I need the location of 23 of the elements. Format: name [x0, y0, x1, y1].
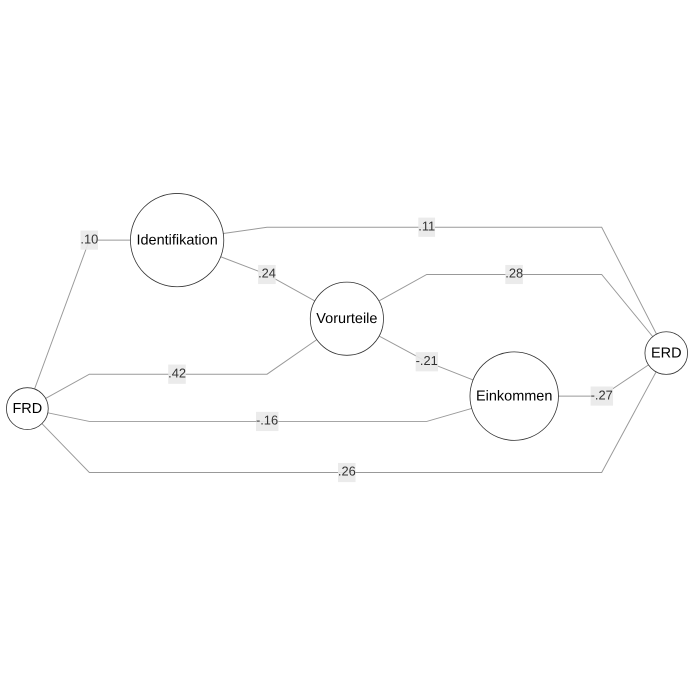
connector — [378, 336, 474, 381]
connector — [41, 372, 657, 474]
edge-label: -.16 — [256, 414, 278, 428]
edge-label: .11 — [418, 220, 436, 234]
connector — [222, 226, 657, 335]
connector — [47, 408, 472, 422]
connector — [34, 240, 131, 390]
node-circle: Vorurteile — [310, 282, 384, 356]
edge-label: .28 — [505, 267, 524, 282]
node-circle: Einkommen — [470, 352, 559, 441]
node-circle: FRD — [6, 387, 49, 430]
connector — [378, 274, 654, 338]
edge-label: -.27 — [590, 389, 613, 403]
node-circle: ERD — [644, 332, 688, 375]
edge-label: .24 — [258, 267, 276, 282]
node-circle: Identifikation — [130, 193, 224, 288]
connector — [45, 339, 318, 400]
edge-label: .10 — [80, 233, 98, 247]
connector — [220, 256, 316, 302]
edge-label: .42 — [168, 367, 186, 381]
edge-label: .26 — [338, 465, 356, 480]
connector — [558, 364, 649, 397]
edge-label: -.21 — [416, 354, 438, 368]
